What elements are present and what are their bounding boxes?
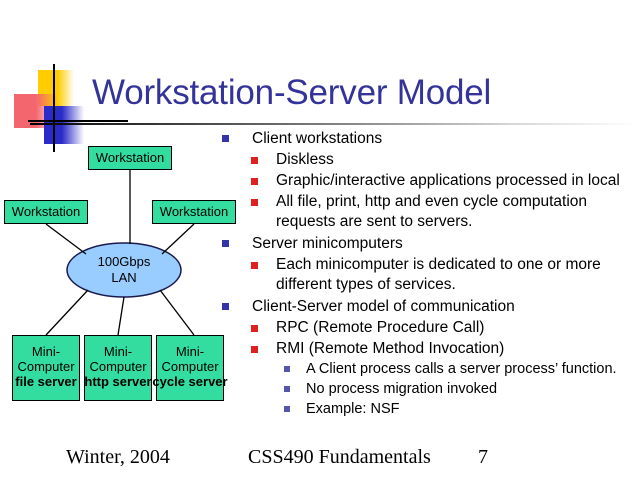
footer-course: CSS490 Fundamentals	[248, 446, 431, 468]
network-diagram: Workstation Workstation Workstation 100G…	[0, 130, 250, 420]
bullet-text: Each minicomputer is dedicated to one or…	[276, 256, 601, 293]
bullet-text: Example: NSF	[306, 401, 400, 417]
mini-line1: Mini-	[103, 344, 133, 359]
bullet-item: A Client process calls a server process’…	[218, 360, 638, 379]
bullet-item: RMI (Remote Method Invocation)	[218, 339, 638, 359]
diagram-node-http-server: Mini- Computer http server	[84, 335, 152, 401]
footer-date: Winter, 2004	[66, 446, 170, 468]
bullet-text: No process migration invoked	[306, 381, 498, 397]
bullet-item: Diskless	[218, 150, 638, 170]
diagram-node-workstation-left: Workstation	[4, 200, 88, 224]
bullet-item: Client workstations	[218, 128, 638, 149]
bullet-item: Graphic/interactive applications process…	[218, 171, 638, 191]
slide-footer: Winter, 2004 CSS490 Fundamentals 7	[0, 446, 638, 476]
bullet-text: Diskless	[276, 151, 334, 168]
bullet-marker	[222, 240, 229, 247]
footer-page-number: 7	[478, 446, 488, 468]
diagram-node-workstation-right: Workstation	[152, 200, 236, 224]
diagram-node-file-server: Mini- Computer file server	[12, 335, 80, 401]
bullet-text: RPC (Remote Procedure Call)	[276, 319, 485, 336]
bullet-item: All file, print, http and even cycle com…	[218, 192, 638, 232]
bullet-text: All file, print, http and even cycle com…	[276, 193, 588, 230]
bullet-marker	[251, 262, 258, 269]
logo-blue-square	[44, 106, 84, 144]
bullet-marker	[284, 366, 290, 372]
bullet-marker	[251, 325, 258, 332]
bullet-text: Graphic/interactive applications process…	[276, 172, 620, 189]
bullet-text: Server minicomputers	[252, 235, 403, 252]
lan-ellipse	[66, 242, 182, 298]
bullet-item: Server minicomputers	[218, 233, 638, 254]
mini-line2: Computer	[17, 359, 75, 374]
decorative-logo	[8, 64, 128, 154]
bullet-item: RPC (Remote Procedure Call)	[218, 318, 638, 338]
bullet-marker	[251, 178, 258, 185]
bullet-text: Client-Server model of communication	[252, 298, 515, 315]
connector-lines	[45, 170, 195, 336]
bullet-marker	[251, 199, 258, 206]
bullet-marker	[251, 346, 258, 353]
bullet-marker	[222, 135, 229, 142]
bullet-item: Example: NSF	[218, 400, 638, 419]
diagram-node-workstation-top: Workstation	[88, 146, 172, 170]
bullet-marker	[222, 303, 229, 310]
title-divider	[30, 123, 638, 125]
bullet-list: Client workstations Diskless Graphic/int…	[218, 128, 638, 420]
diagram-node-cycle-server: Mini- Computer cycle server	[152, 335, 228, 401]
bullet-text: RMI (Remote Method Invocation)	[276, 340, 505, 357]
mini-role: cycle server	[152, 374, 228, 389]
diagram-connectors	[45, 170, 195, 336]
mini-line1: Mini-	[31, 344, 61, 359]
bullet-text: Client workstations	[252, 130, 383, 147]
bullet-marker	[284, 406, 290, 412]
bullet-item: No process migration invoked	[218, 380, 638, 399]
bullet-item: Each minicomputer is dedicated to one or…	[218, 255, 638, 295]
bullet-marker	[284, 386, 290, 392]
logo-horizontal-line	[28, 120, 128, 122]
mini-line2: Computer	[161, 359, 219, 374]
slide-title: Workstation-Server Model	[92, 73, 492, 112]
mini-line2: Computer	[89, 359, 147, 374]
bullet-item: Client-Server model of communication	[218, 296, 638, 317]
mini-line1: Mini-	[175, 344, 205, 359]
mini-role: file server	[15, 374, 77, 389]
bullet-marker	[251, 157, 258, 164]
logo-vertical-line	[53, 64, 55, 152]
bullet-text: A Client process calls a server process’…	[306, 361, 617, 377]
mini-role: http server	[84, 374, 152, 389]
